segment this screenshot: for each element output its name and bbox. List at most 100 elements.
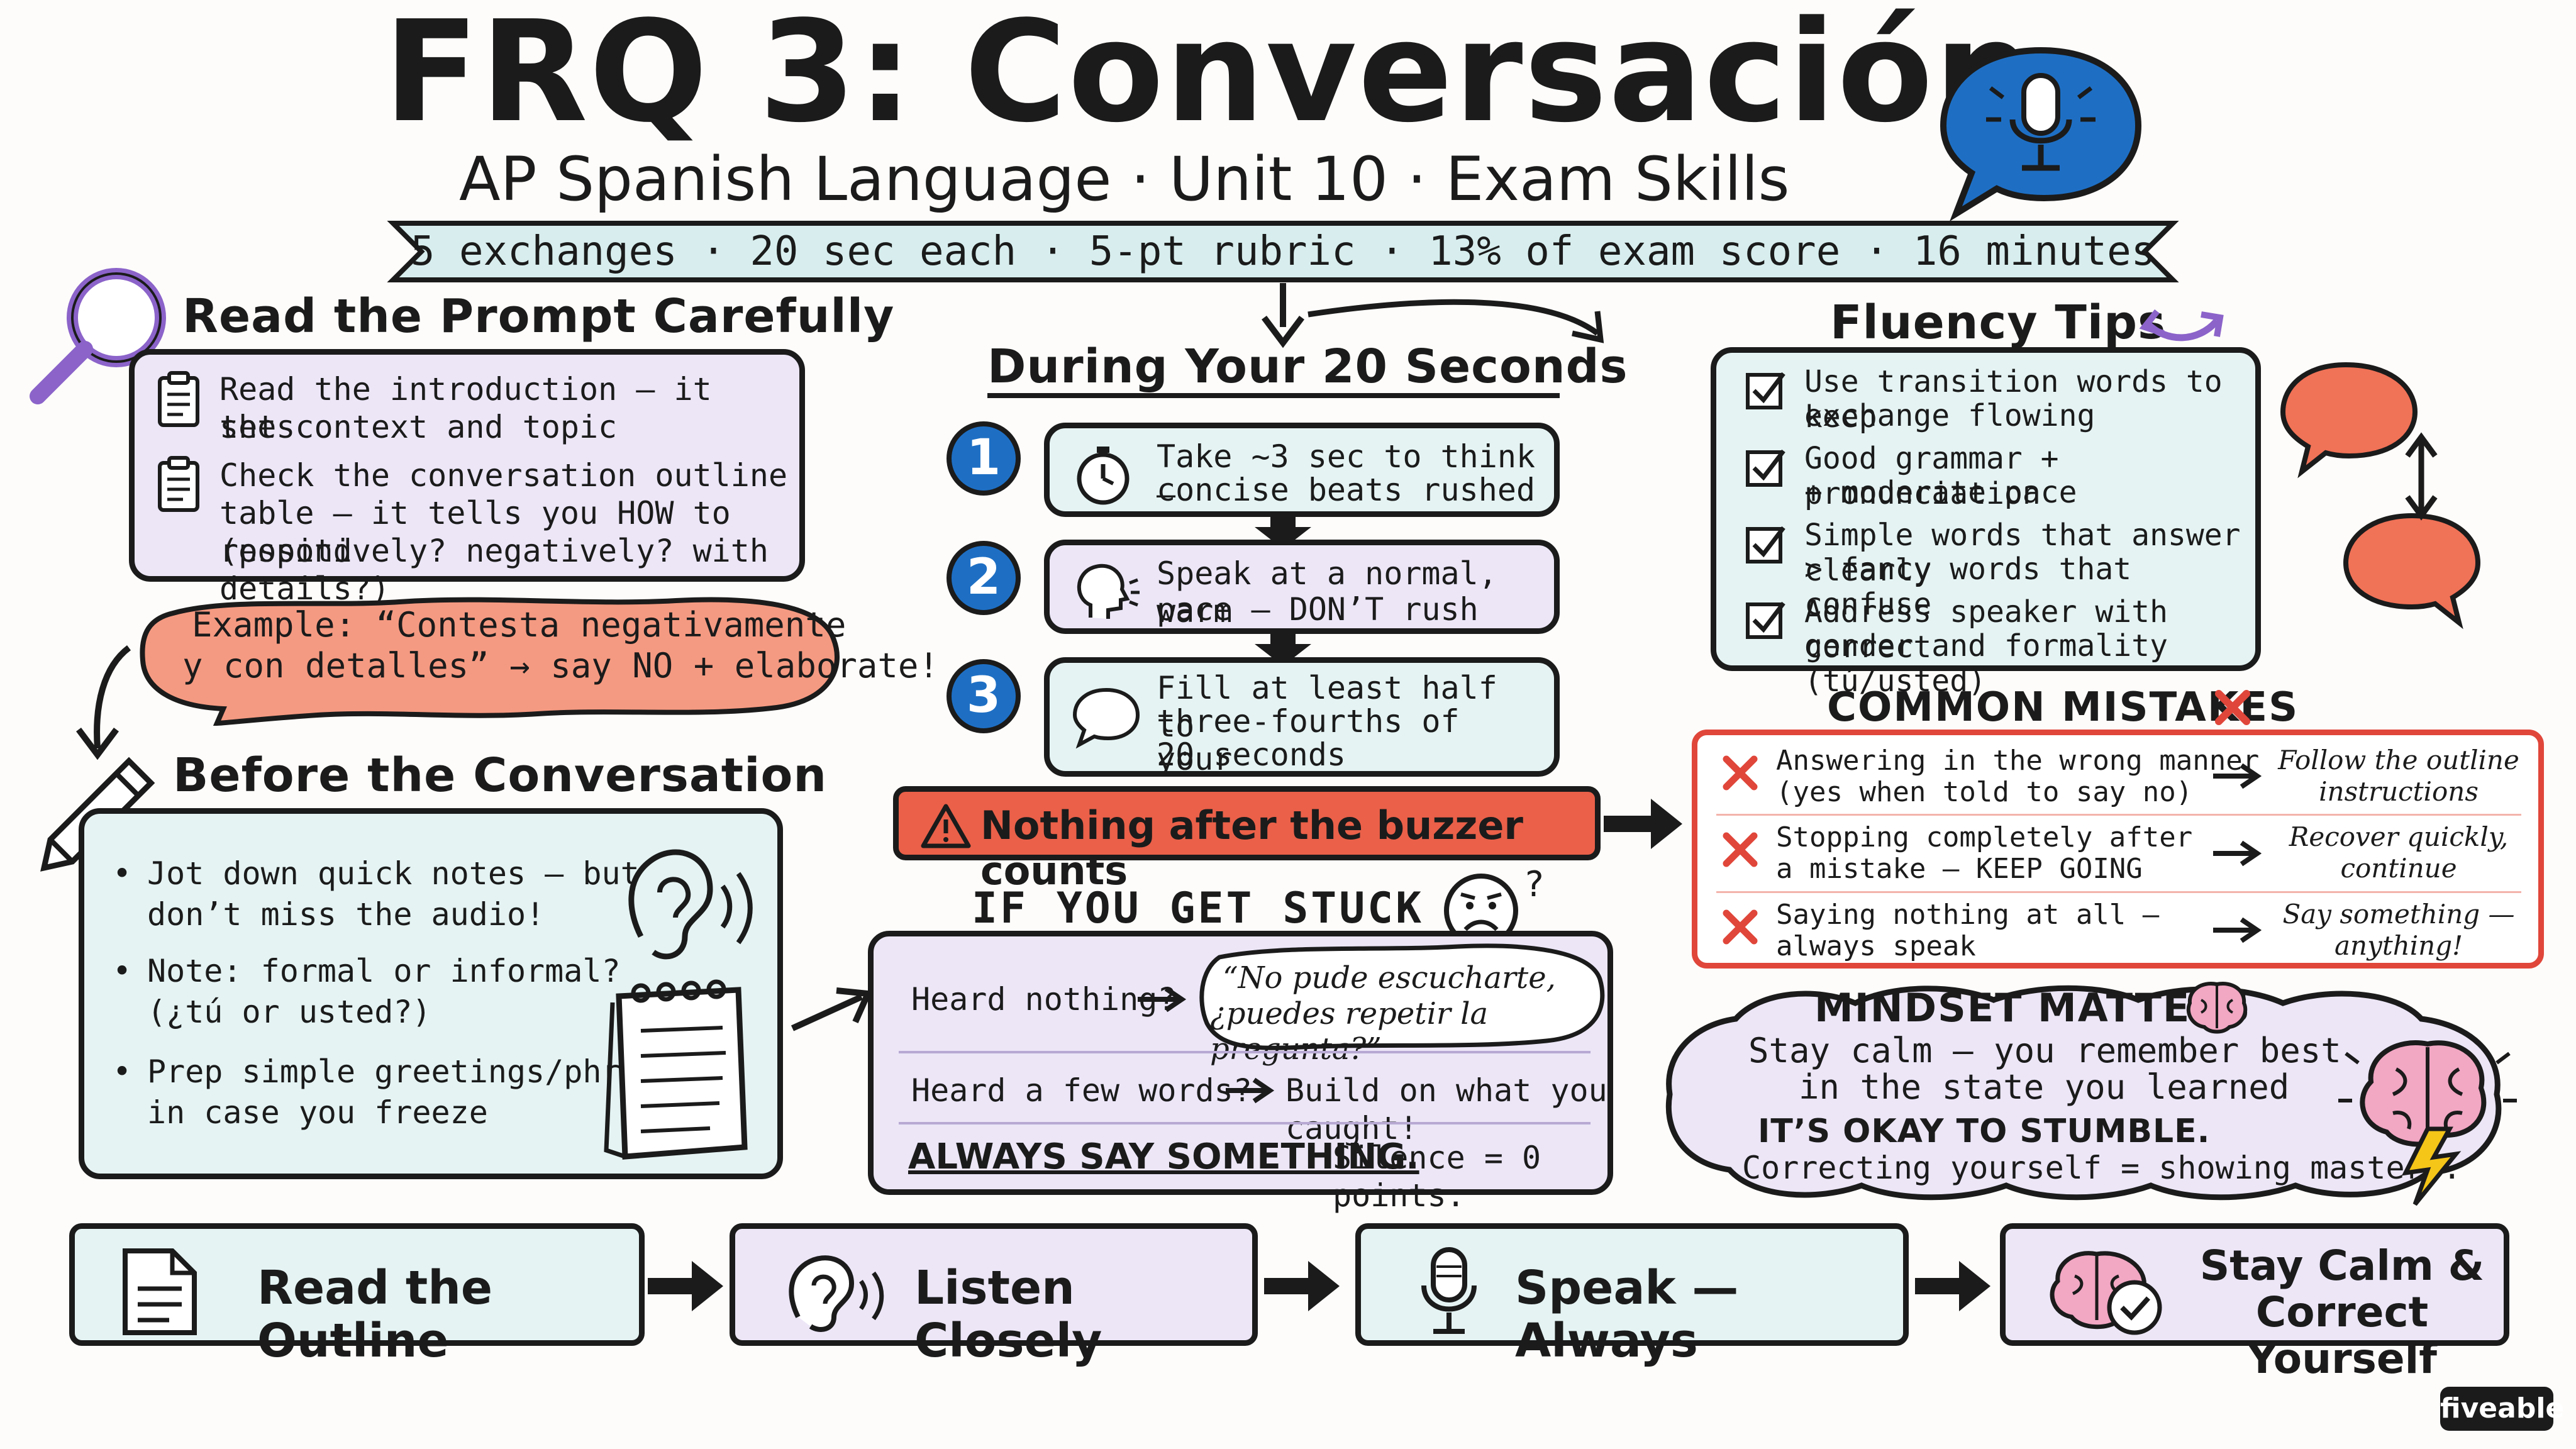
footer-arrow-2: [1264, 1261, 1340, 1311]
mindset-line4: Correcting yourself = showing mastery.: [1742, 1150, 2462, 1186]
fix-3-line2: anything!: [2334, 930, 2463, 961]
quote-line1: “No pude escucharte,: [1223, 960, 1556, 996]
step-3-line2: three-fourths of your: [1157, 703, 1460, 777]
mistake-3-line1: Saying nothing at all —: [1776, 899, 2160, 931]
ear-icon: [628, 849, 753, 960]
footer-step-1-label: Read the Outline: [257, 1261, 493, 1368]
before-box: • Jot down quick notes — but don’t miss …: [79, 808, 783, 1179]
footer-step-4-line1: Stay Calm &: [2199, 1241, 2485, 1290]
buzzer-warning-text: Nothing after the buzzer counts: [980, 802, 1524, 894]
heard-nothing-label: Heard nothing?: [911, 981, 1177, 1018]
checkbox-icon: [1746, 449, 1785, 487]
footer-step-speak: Speak — Always: [1355, 1223, 1909, 1367]
footer-step-stay-calm: Stay Calm & Correct Yourself: [2000, 1223, 2509, 1382]
heard-few-label: Heard a few words?: [911, 1072, 1252, 1109]
fix-2-line1: Recover quickly,: [2289, 821, 2509, 852]
read-prompt-item-1-line2: the context and topic: [219, 409, 618, 445]
silence-text: Silence = 0 points.: [1333, 1140, 1541, 1214]
footer-step-2-label: Listen Closely: [914, 1261, 1102, 1368]
arrow-right-icon: [1226, 1077, 1275, 1104]
step-arrow-2: [1255, 631, 1311, 666]
fix-2-line2: continue: [2340, 853, 2457, 884]
quote-line2: ¿puedes repetir la pregunta?”: [1210, 996, 1489, 1067]
read-prompt-title: Read the Prompt Carefully: [182, 289, 895, 343]
page-title: FRQ 3: Conversación: [384, 0, 2035, 153]
before-title: Before the Conversation: [173, 748, 828, 802]
footer-step-4-line2: Correct Yourself: [2247, 1288, 2437, 1383]
checkbox-icon: [1746, 601, 1785, 639]
fix-1-line2: instructions: [2319, 776, 2479, 807]
clipboard-icon: [158, 371, 199, 427]
step-2-line2: pace — DON’T rush: [1157, 591, 1479, 628]
mindset-line1: Stay calm — you remember best: [1748, 1031, 2341, 1070]
flow-arrows-icon: [2139, 309, 2224, 341]
fluency-box: Use transition words to keep exchange fl…: [1711, 347, 2261, 699]
notepad-icon: [604, 979, 748, 1160]
stopwatch-icon: [1077, 447, 1130, 505]
ear-icon: [789, 1255, 884, 1332]
arrow-right-icon: [2213, 917, 2262, 943]
during-title-underline: [987, 393, 1560, 398]
step-1-line2: concise beats rushed: [1157, 472, 1536, 508]
mistake-1-line2: (yes when told to say no): [1776, 776, 2193, 808]
brand-logo: fiveable: [2440, 1387, 2564, 1431]
clipboard-icon: [158, 456, 199, 512]
mistake-3-line2: always speak: [1776, 930, 1976, 962]
x-mark-icon: [1723, 832, 1758, 867]
footer-step-3-label: Speak — Always: [1515, 1261, 1739, 1368]
speaking-head-icon: [1077, 564, 1140, 619]
step-3-line1: Fill at least half to: [1157, 670, 1497, 744]
arrow-to-mistakes: [1604, 799, 1682, 849]
step-2-line1: Speak at a normal, warm: [1157, 555, 1497, 630]
before-bullet-1: •: [113, 855, 132, 892]
magnifier-icon: [30, 268, 166, 404]
before-item-2-line1: Note: formal or informal?: [147, 953, 621, 989]
during-title: During Your 20 Seconds: [987, 340, 1628, 394]
brain-icon: [2186, 982, 2248, 1034]
step-box-2: Speak at a normal, warm pace — DON’T rus…: [1044, 540, 1560, 634]
fluency-item-1-line2: exchange flowing: [1804, 398, 2096, 433]
banner-text: 5 exchanges · 20 sec each · 5-pt rubric …: [410, 228, 2156, 275]
before-item-1-line2: don’t miss the audio!: [147, 896, 545, 933]
document-icon: [123, 1248, 197, 1335]
before-bullet-2: •: [113, 953, 132, 989]
buzzer-warning: Nothing after the buzzer counts: [893, 786, 1601, 894]
mistakes-divider-1: [1716, 814, 2521, 816]
read-prompt-box: Read the introduction — it sets the cont…: [129, 349, 805, 607]
x-mark-icon: [2215, 690, 2250, 725]
mistake-2-line2: a mistake — KEEP GOING: [1776, 853, 2143, 885]
step-box-3: Fill at least half to three-fourths of y…: [1044, 657, 1560, 777]
example-cloud: [140, 597, 840, 726]
footer-arrow-3: [1915, 1261, 1990, 1311]
microphone-icon: [1421, 1247, 1477, 1334]
step-number-3: 3: [947, 659, 1021, 733]
footer-step-listen: Listen Closely: [730, 1223, 1258, 1367]
before-item-3-line2: in case you freeze: [147, 1094, 488, 1131]
x-mark-icon: [1723, 909, 1758, 945]
mindset-title: MINDSET MATTERS: [1814, 985, 2251, 1031]
fix-3-line1: Say something —: [2282, 899, 2515, 930]
brain-lightning-icon: [2338, 1040, 2517, 1206]
mistake-2-line1: Stopping completely after: [1776, 821, 2193, 853]
stuck-box: Heard nothing? “No pude escucharte, ¿pue…: [868, 931, 1613, 1214]
before-item-2-line2: (¿tú or usted?): [147, 994, 431, 1030]
mistake-1-line1: Answering in the wrong manner: [1776, 745, 2260, 777]
arrow-right-icon: [1138, 986, 1187, 1013]
chat-bubbles-icon: [2280, 362, 2481, 630]
read-prompt-item-2-line3: (positively? negatively? with details?): [219, 533, 769, 607]
step-box-1: Take ~3 sec to think — concise beats rus…: [1044, 423, 1560, 517]
mindset-line3: IT’S OKAY TO STUMBLE.: [1758, 1113, 2211, 1150]
before-item-3-line1: Prep simple greetings/phrases: [147, 1053, 696, 1090]
stuck-divider-2: [899, 1122, 1591, 1124]
checkbox-icon: [1746, 372, 1785, 409]
banner-ribbon: [387, 221, 2179, 282]
step-3-line3: 20 seconds: [1157, 736, 1346, 773]
checkbox-icon: [1746, 526, 1785, 564]
build-text: Build on what you caught!: [1285, 1072, 1607, 1146]
svg-text:?: ?: [1525, 864, 1544, 905]
read-prompt-item-2-line2: table — it tells you HOW to respond: [219, 495, 731, 569]
fluency-item-4-line1: Address speaker with correct: [1804, 594, 2168, 665]
worried-face-icon: ?: [1444, 864, 1544, 948]
before-item-1-line1: Jot down quick notes — but: [147, 855, 640, 892]
fluency-title: Fluency Tips: [1830, 296, 2167, 350]
